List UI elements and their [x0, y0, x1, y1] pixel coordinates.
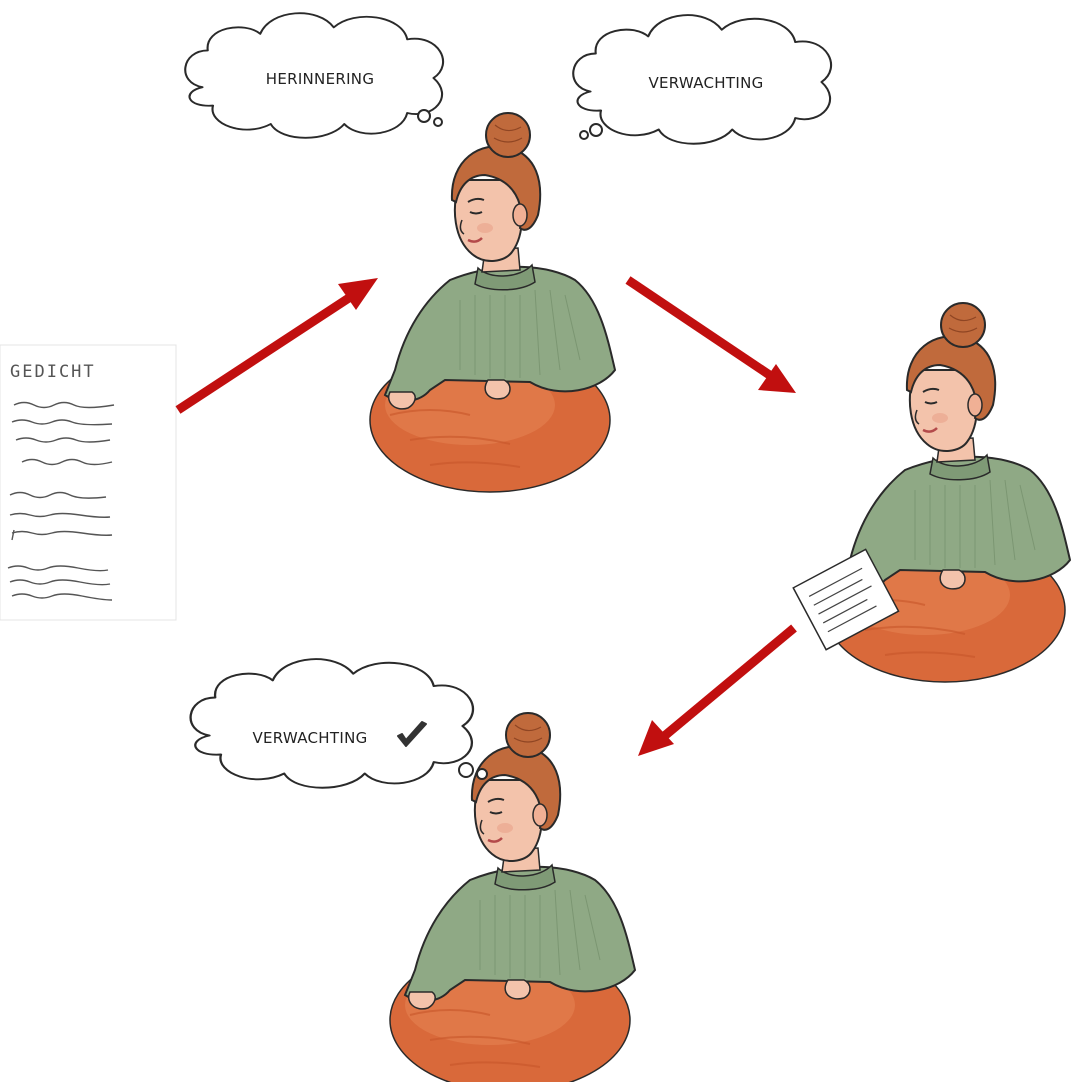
poem-title: GEDICHT [10, 362, 96, 382]
thought-bubble-memory: HERINNERING [184, 12, 445, 139]
poem-sheet: GEDICHT [0, 344, 177, 621]
thought-bubble-expectation: VERWACHTING [572, 14, 833, 145]
thought-text: VERWACHTING [648, 74, 763, 92]
thought-bubble-expectation-met: VERWACHTING [189, 657, 488, 789]
checkmark-icon [397, 721, 427, 747]
thought-text: HERINNERING [266, 70, 375, 88]
reader-right [792, 301, 1071, 684]
arrow-top-to-right [625, 276, 777, 382]
flow-arrows [175, 276, 797, 756]
poem-lines [7, 401, 115, 601]
arrowhead [638, 720, 674, 756]
reader-bottom: VERWACHTING [189, 657, 637, 1082]
arrow-right-to-bottom [659, 624, 797, 742]
arrow-poem-to-reader-top [175, 288, 361, 414]
arrowhead [758, 364, 796, 393]
reader-top: HERINNERING VERWACHTING [184, 12, 833, 494]
arrowhead [338, 278, 378, 310]
thought-text: VERWACHTING [252, 729, 367, 747]
held-poem-paper [792, 548, 900, 651]
reader-figure [368, 111, 617, 494]
